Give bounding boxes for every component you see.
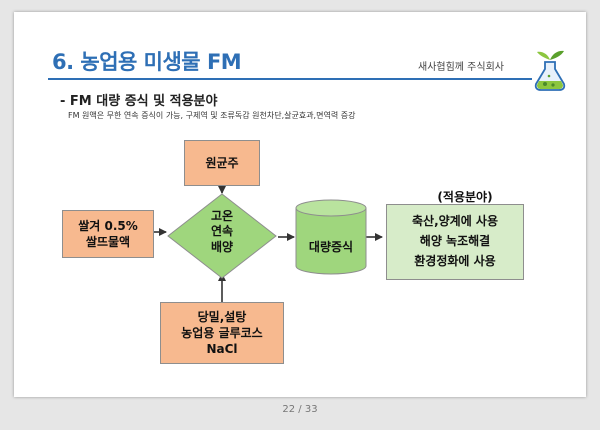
strain-box: 원균주 xyxy=(184,140,260,186)
company-name: 새사협힘께 주식회사 xyxy=(418,62,504,73)
mass-growth-label: 대량증식 xyxy=(308,239,354,254)
application-box: 축산,양계에 사용 해양 녹조해결 환경정화에 사용 xyxy=(386,204,524,280)
mass-growth-cylinder xyxy=(295,199,367,275)
application-heading: (적용분야) xyxy=(437,190,493,204)
flask-sprout-icon xyxy=(534,50,566,91)
culture-label: 고온 연속 배양 xyxy=(210,208,234,254)
title-underline xyxy=(48,78,532,80)
section-subtitle: - FM 대량 증식 및 적용분야 xyxy=(60,94,218,109)
slide: 6. 농업용 미생물 FM 새사협힘께 주식회사 - FM 대량 증식 및 적용… xyxy=(14,12,586,397)
culture-diamond xyxy=(167,193,277,279)
rice-water-box: 쌀겨 0.5% 쌀뜨물액 xyxy=(62,210,154,258)
flow-diagram xyxy=(154,186,383,302)
slide-title: 6. 농업용 미생물 FM xyxy=(52,50,242,74)
page-indicator: 22 / 33 xyxy=(282,404,318,415)
nutrients-box: 당밀,설탕 농업용 글루코스 NaCl xyxy=(160,302,284,364)
section-description: FM 원액은 무한 연속 증식이 가능, 구제역 및 조류독감 원천차단,살균효… xyxy=(68,111,356,120)
